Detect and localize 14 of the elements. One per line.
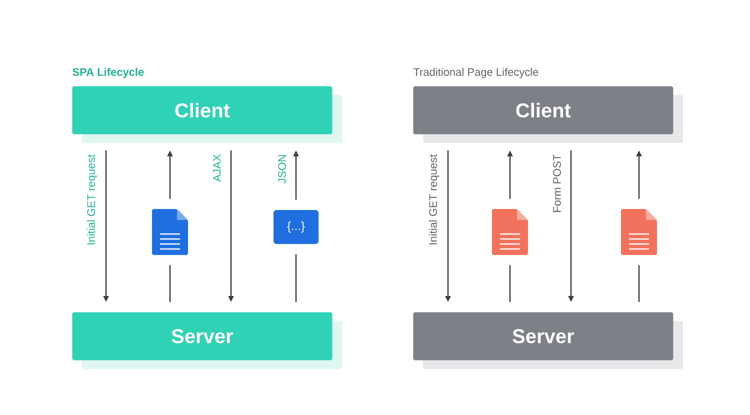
server-box: Server (413, 312, 683, 369)
edge-label: Form POST (552, 153, 562, 214)
document-icon (621, 209, 657, 255)
client-box: Client (72, 86, 342, 143)
edge-label: Initial GET request (86, 153, 98, 246)
panel-title: Traditional Page Lifecycle (413, 68, 538, 78)
client-box: Client (413, 86, 683, 143)
edge-label: Initial GET request (428, 153, 440, 246)
document-icon (492, 209, 528, 255)
document-icon (152, 209, 188, 255)
panel-title: SPA Lifecycle (72, 68, 144, 78)
edge-label: AJAX (212, 153, 222, 183)
server-box: Server (72, 312, 342, 369)
edge-label: JSON (277, 153, 287, 185)
